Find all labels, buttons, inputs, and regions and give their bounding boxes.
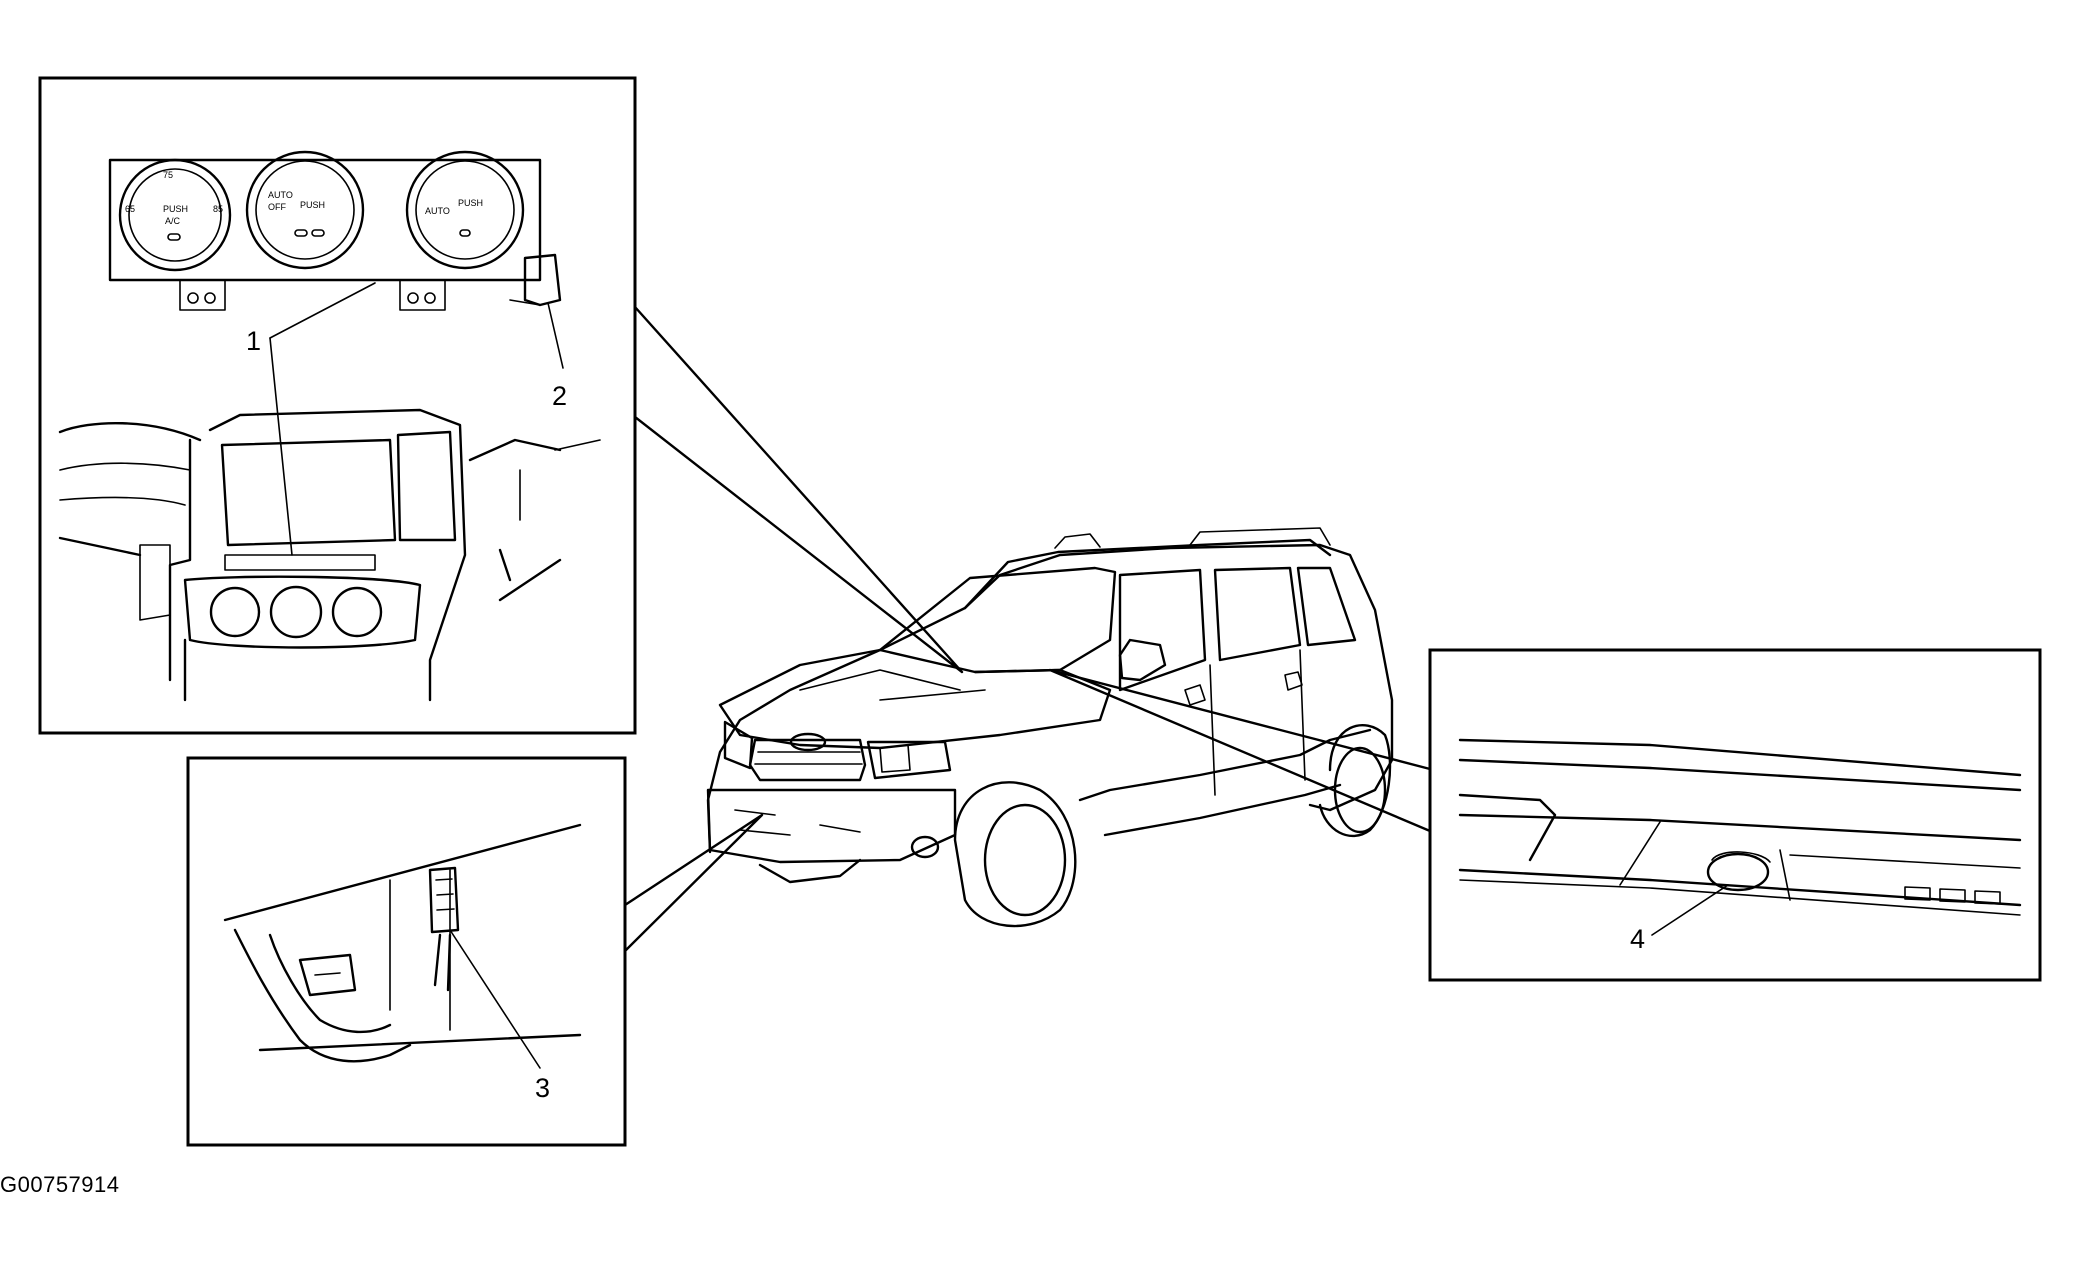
mid-dial-auto: AUTO: [268, 190, 293, 200]
left-dial-65: 65: [125, 204, 135, 214]
vehicle-drawing: [706, 527, 1394, 928]
left-dial-ac: A/C: [165, 216, 181, 226]
inset-lower-sensor: 3: [186, 756, 627, 1147]
inset-leader-lines: [623, 305, 1432, 953]
figure-id-label: G00757914: [0, 1172, 120, 1197]
left-dial-85: 85: [213, 204, 223, 214]
callout-4: 4: [1630, 924, 1645, 954]
right-dial-push: PUSH: [458, 198, 483, 208]
left-dial-75: 75: [163, 170, 173, 180]
mid-dial-push: PUSH: [300, 200, 325, 210]
callout-2: 2: [552, 381, 567, 411]
left-dial-push: PUSH: [163, 204, 188, 214]
callout-3: 3: [535, 1073, 550, 1103]
callout-1: 1: [246, 326, 261, 356]
right-dial-auto: AUTO: [425, 206, 450, 216]
inset-dash-top-sensor: 4: [1428, 648, 2042, 982]
inset-climate-control-panel: 75 65 85 PUSH A/C AUTO OFF PUSH AUTO PUS…: [38, 76, 637, 735]
mid-dial-off: OFF: [268, 202, 286, 212]
